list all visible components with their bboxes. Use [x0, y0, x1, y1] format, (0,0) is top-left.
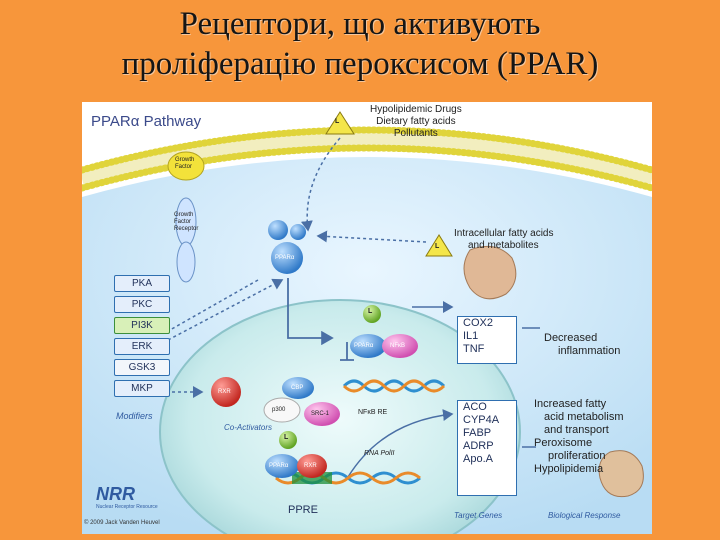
ppar-nfkb-nfkb-label: NFκB: [390, 343, 405, 349]
drug-item: Hypolipidemic Drugs: [370, 104, 462, 115]
rxr-left: [211, 377, 241, 407]
growth-factor: [167, 151, 205, 181]
ligand-on-ppar-nfkb: [363, 305, 381, 323]
gene-item: Apo.A: [463, 453, 493, 465]
ppar-alpha-cluster-b: [290, 224, 306, 240]
gene-item: ADRP: [463, 440, 494, 452]
gene-item: IL1: [463, 330, 479, 342]
rna-pol-label: RNA PolII: [364, 450, 395, 457]
biological-response-label: Biological Response: [548, 511, 621, 520]
rxr-left-label: RXR: [218, 389, 231, 395]
growth-factor-line: Growth: [175, 157, 195, 163]
gfr-line: Factor: [174, 219, 192, 225]
response-line: Increased fatty: [534, 398, 607, 410]
drug-list: Hypolipidemic Drugs Dietary fatty acids …: [370, 104, 462, 140]
ligand-label-ppre: L: [284, 434, 289, 441]
ppre-label: PPRE: [288, 504, 318, 516]
intracellular-line: and metabolites: [468, 240, 539, 251]
cbp-protein: [282, 377, 314, 399]
ligand-label-nfkb: L: [368, 308, 373, 315]
ppar-rxr-rxr-label: RXR: [304, 463, 317, 469]
gfr-to-modifiers-arrow: [169, 279, 259, 331]
modifier-pka: PKA: [114, 275, 170, 292]
ligand-entry-arrow: [300, 137, 341, 232]
modifiers-label: Modifiers: [116, 411, 153, 421]
gene-item: TNF: [463, 343, 485, 355]
ligand-triangle-top: [325, 111, 355, 135]
response-line: and transport: [544, 424, 609, 436]
modifier-pi3k: PI3K: [114, 317, 170, 334]
ligand-on-ppar-rxr: [279, 431, 297, 449]
intracellular-line: Intracellular fatty acids: [454, 228, 554, 239]
response-line: inflammation: [558, 345, 621, 357]
growth-factor-label: Growth Factor: [175, 157, 194, 171]
ppar-pathway-diagram: PPARα Pathway Hypolipidemic Drugs Dietar…: [82, 102, 652, 534]
target-genes-metabolism: ACO CYP4A FABP ADRP Apo.A: [457, 400, 517, 496]
response-line: proliferation: [548, 450, 606, 462]
modifier-erk: ERK: [114, 338, 170, 355]
gfr-line: Receptor: [174, 226, 199, 232]
nrr-logo-subtitle: Nuclear Receptor Resource: [96, 504, 158, 510]
ppar-alpha-nfkb-left: [350, 334, 386, 358]
slide-title-line2: проліферацію пероксисом (PPAR): [121, 46, 599, 82]
ppar-rxr-ppar-label: PPARα: [269, 463, 289, 469]
p300-protein: [263, 397, 301, 423]
coactivators-label: Co-Activators: [224, 423, 273, 432]
gene-item: CYP4A: [463, 414, 500, 426]
cell-membrane: [82, 126, 652, 192]
src1-label: SRC-1: [311, 411, 330, 417]
intracellular-ligand-arrow: [316, 230, 427, 243]
ppre-target-arrow: [347, 409, 454, 478]
growth-factor-receptor-label: Growth Factor Receptor: [174, 212, 198, 233]
response-increased-metabolism: Increased fatty acid metabolism and tran…: [534, 398, 623, 476]
copyright: © 2009 Jack Vanden Heuvel: [84, 520, 160, 526]
slide-title-line1: Рецептори, що активують: [179, 6, 541, 42]
modifier-mkp: MKP: [114, 380, 170, 397]
nfkb-re-label: NFκB RE: [358, 409, 388, 416]
adipose-tissue-image: [463, 245, 517, 300]
nrr-logo: NRR: [96, 484, 135, 504]
src1-protein: [304, 402, 340, 426]
pathway-title: PPARα Pathway: [91, 113, 202, 130]
modifier-gsk3: GSK3: [114, 359, 170, 376]
diagram-graphics: [82, 111, 652, 534]
cbp-label: CBP: [291, 385, 304, 391]
tissue-image-lower: [598, 450, 644, 498]
response-decreased-inflammation: Decreased inflammation: [544, 332, 620, 358]
inhibition-arrow: [340, 342, 354, 361]
drug-item: Pollutants: [393, 128, 438, 139]
ppar-alpha-on-ppre: [265, 454, 299, 478]
target-genes-label: Target Genes: [454, 511, 503, 520]
growth-factor-receptor: [175, 197, 197, 283]
ppar-alpha-label: PPARα: [275, 255, 295, 261]
response-line: acid metabolism: [544, 411, 624, 423]
response-line: Hypolipidemia: [534, 463, 604, 475]
response-line: Decreased: [544, 332, 598, 344]
gfr-line: Growth: [174, 212, 194, 218]
ppar-translocation-arrow: [287, 278, 334, 346]
modifier-pkc: PKC: [114, 296, 170, 313]
drug-item: Dietary fatty acids: [376, 116, 456, 127]
rxr-on-ppre: [297, 454, 327, 478]
growth-factor-line: Factor: [175, 164, 193, 170]
ppar-alpha-cytoplasm: [271, 242, 303, 274]
ppar-alpha-cluster-a: [268, 220, 288, 240]
gene-item: FABP: [463, 427, 492, 439]
intracellular-fatty-acids-label: Intracellular fatty acids and metabolite…: [454, 228, 554, 252]
slide-title: Рецептори, що активують проліферацію пер…: [0, 4, 720, 84]
nfkb-protein: [382, 334, 418, 358]
gene-item: COX2: [463, 317, 493, 329]
ligand-triangle-right: [425, 234, 453, 257]
target-genes-inflammation: COX2 IL1 TNF: [457, 316, 517, 364]
nucleus: [159, 299, 521, 534]
dna-helix-ppre: [275, 471, 421, 485]
dna-helix-nfkb: [342, 379, 446, 393]
ppar-nfkb-ppar-label: PPARα: [354, 343, 374, 349]
ligand-label-top: L: [335, 118, 340, 125]
gene-item: ACO: [463, 401, 487, 413]
response-line: Peroxisome: [534, 437, 593, 449]
p300-label: p300: [272, 407, 286, 413]
ligand-label-right: L: [435, 243, 440, 250]
